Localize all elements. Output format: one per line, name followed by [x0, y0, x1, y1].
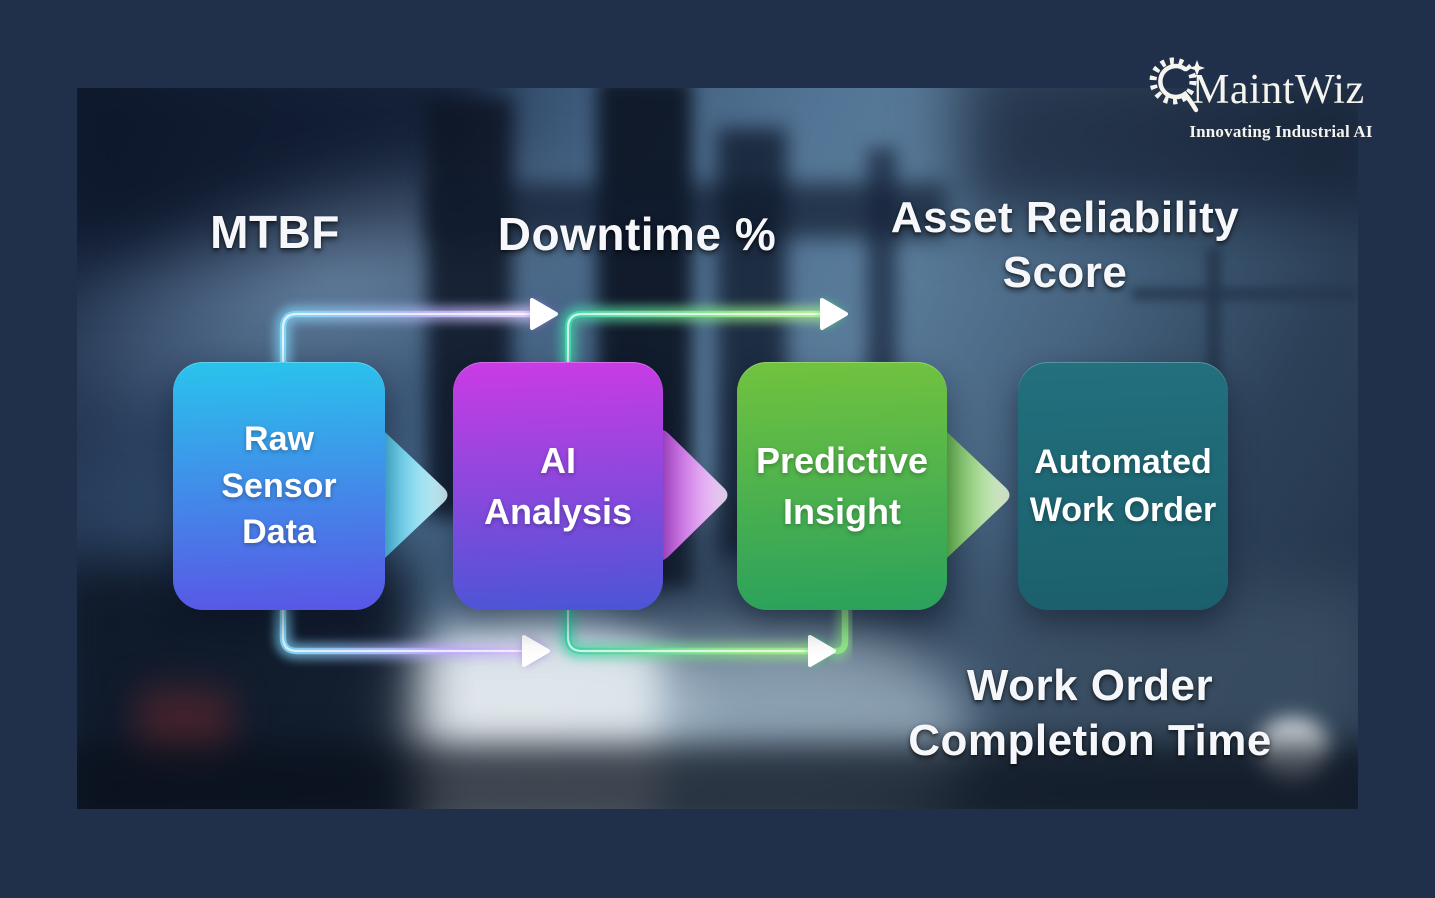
- chevron-predictive-to-workorder: [940, 430, 1010, 560]
- metric-label-line: Score: [1002, 248, 1128, 297]
- brand-tagline: Innovating Industrial AI: [1189, 122, 1373, 141]
- brand-wordmark: MaintWiz: [1192, 67, 1365, 113]
- flow-box-label-line: Data: [242, 513, 316, 552]
- metric-label-line: Work Order: [966, 661, 1214, 710]
- chevron-ai-to-predictive: [660, 430, 728, 560]
- flow-box-label-line: Sensor: [221, 466, 337, 505]
- flow-box-predictive-insight: Predictive Insight: [737, 362, 947, 610]
- flow-box-label-line: Automated: [1034, 442, 1212, 481]
- bg-crane-arm: [1132, 288, 1357, 300]
- flow-box-label-line: Raw: [244, 419, 314, 458]
- flow-box-automated-work-order: Automated Work Order: [1018, 362, 1228, 610]
- chevron-raw-to-ai: [378, 430, 448, 560]
- flow-box-label-line: Insight: [783, 491, 901, 532]
- gear-swirl-icon: [1149, 57, 1205, 113]
- arrowhead: [522, 635, 550, 667]
- arrowhead: [820, 298, 848, 330]
- flow-box-label-line: Analysis: [483, 491, 633, 532]
- brand-logo: MaintWiz Innovating Industrial AI: [1140, 50, 1380, 145]
- flow-box-ai-analysis: AI Analysis: [453, 362, 663, 610]
- metric-label-mtbf: MTBF: [210, 206, 340, 258]
- sparkle-icon: [1189, 60, 1205, 76]
- bg-dark-corner-topright: [957, 88, 1358, 218]
- flow-box-label-line: Predictive: [755, 439, 929, 481]
- bg-pipe-beam: [427, 183, 947, 238]
- metric-label-work-order-completion-time: Work Order Completion Time: [880, 658, 1300, 768]
- metric-label-line: Completion Time: [908, 716, 1272, 765]
- arrow-mtbf-connector: [275, 298, 558, 370]
- arrow-downtime-connector: [560, 298, 848, 370]
- metric-label-downtime: Downtime %: [497, 208, 777, 260]
- arrow-bottom-green-connector: [560, 602, 853, 667]
- bg-bottom-shadow: [77, 743, 1358, 809]
- flow-box-label-line: AI: [540, 439, 576, 481]
- arrowhead: [530, 298, 558, 330]
- flow-box-label-line: Work Order: [1029, 491, 1217, 529]
- flow-box-raw-sensor-data: Raw Sensor Data: [173, 362, 385, 610]
- metric-label-asset-reliability-score: Asset Reliability Score: [860, 190, 1270, 300]
- metric-label-line: Asset Reliability: [890, 193, 1240, 242]
- arrowhead: [808, 635, 836, 667]
- arrow-bottom-blue-connector: [275, 602, 550, 667]
